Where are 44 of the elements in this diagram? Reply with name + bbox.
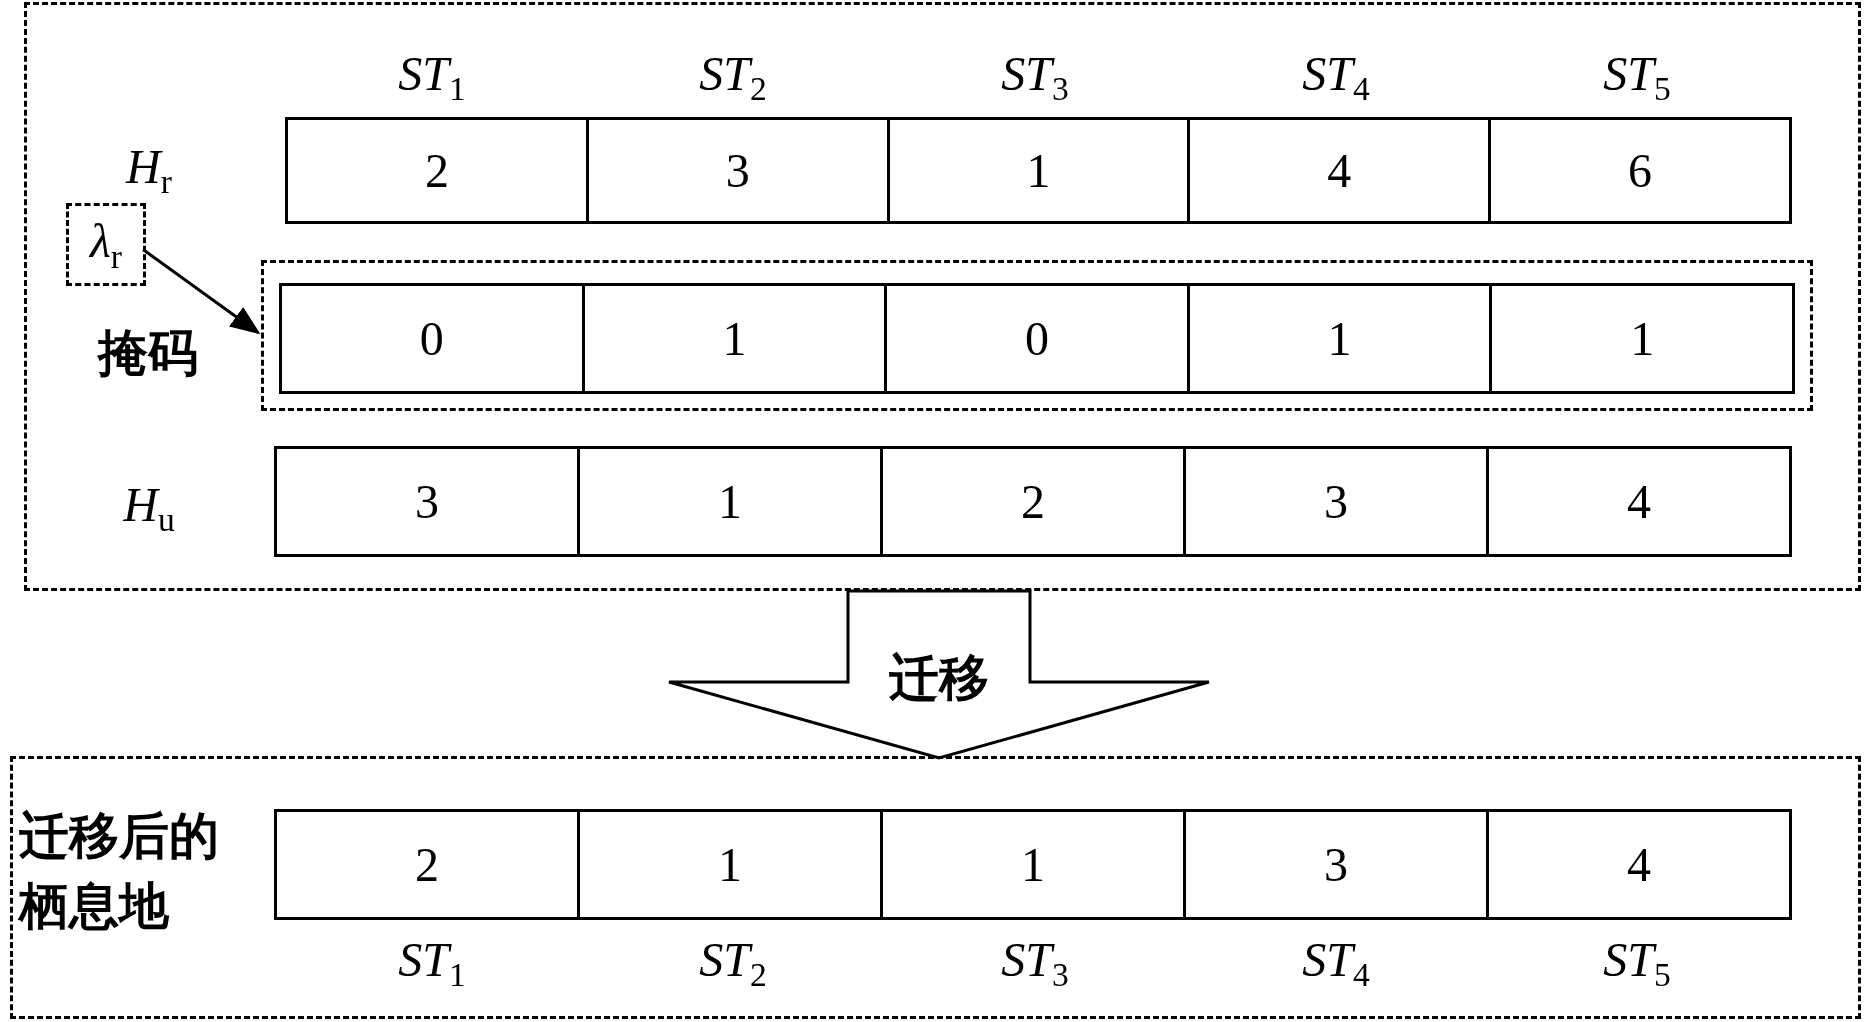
row-label: H$_{r}$ — [126, 138, 172, 202]
symbol-label: λ$_{r}$ — [90, 213, 122, 276]
column-label: ST$_{1}$ — [398, 45, 466, 109]
value-cell: 4 — [1187, 120, 1489, 221]
row-label: 掩码 — [98, 322, 198, 384]
row-label: H$_{u}$ — [123, 476, 175, 540]
value-cell: 0 — [884, 286, 1187, 391]
column-label: ST$_{1}$ — [398, 931, 466, 995]
value-cell: 3 — [1183, 449, 1486, 554]
column-label: ST$_{5}$ — [1603, 45, 1671, 109]
column-label: ST$_{3}$ — [1001, 45, 1069, 109]
column-label: ST$_{2}$ — [699, 45, 767, 109]
table-row — [274, 446, 1792, 557]
value-cell: 4 — [1486, 449, 1789, 554]
value-cell: 3 — [585, 120, 887, 221]
value-cell: 6 — [1488, 120, 1789, 221]
value-cell: 1 — [577, 812, 880, 917]
value-cell: 1 — [886, 120, 1188, 221]
dashed-region — [24, 2, 1861, 591]
column-label: ST$_{2}$ — [699, 931, 767, 995]
table-row — [285, 117, 1792, 224]
arrow — [142, 248, 261, 335]
region-label: 迁移后的栖息地 — [19, 806, 220, 937]
value-cell-text: 2 — [423, 143, 450, 199]
value-cell: 4 — [1486, 812, 1789, 917]
symbol-box — [66, 203, 146, 286]
table-row — [279, 283, 1795, 394]
dashed-region — [261, 260, 1813, 411]
value-cell: 2 — [880, 449, 1183, 554]
value-cell-text: 0 — [418, 311, 445, 367]
column-label: ST$_{5}$ — [1603, 931, 1671, 995]
value-cell: 3 — [1183, 812, 1486, 917]
value-cell: 1 — [1186, 286, 1490, 391]
value-cell: 1 — [577, 449, 880, 554]
table-row — [274, 809, 1792, 920]
column-label: ST$_{3}$ — [1001, 931, 1069, 995]
value-cell: 1 — [1489, 286, 1792, 391]
value-cell-text: 3 — [414, 474, 440, 530]
value-cell-text: 2 — [414, 837, 440, 893]
column-label: ST$_{4}$ — [1302, 45, 1370, 109]
value-cell: 1 — [581, 286, 885, 391]
column-label: ST$_{4}$ — [1302, 931, 1370, 995]
dashed-region — [10, 756, 1861, 1019]
value-cell: 1 — [880, 812, 1183, 917]
